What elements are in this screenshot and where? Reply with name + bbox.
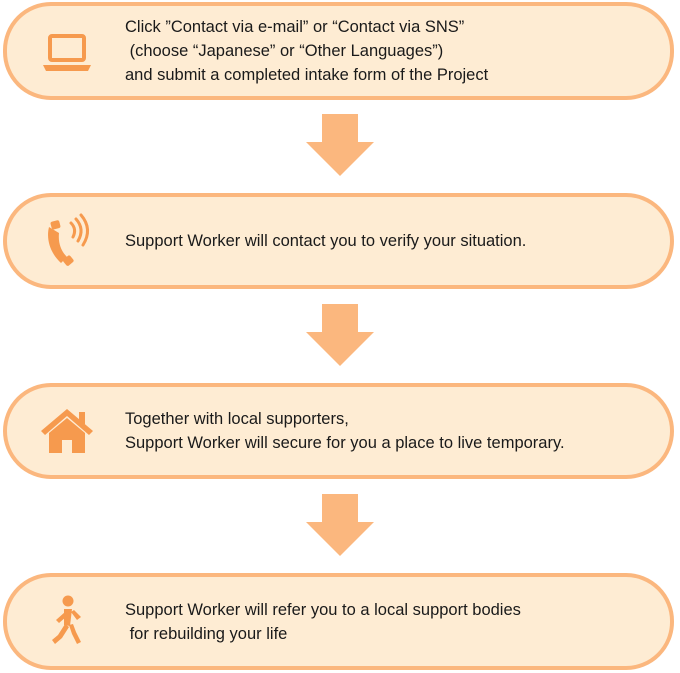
step-3-line-2: Support Worker will secure for you a pla… (125, 434, 565, 452)
step-2-box: Support Worker will contact you to verif… (3, 193, 674, 289)
down-arrow-icon (306, 114, 374, 176)
step-1-box: Click ”Contact via e-mail” or “Contact v… (3, 2, 674, 100)
down-arrow-icon (306, 304, 374, 366)
step-4-text: Support Worker will refer you to a local… (125, 598, 650, 646)
step-4-line-2: for rebuilding your life (125, 624, 288, 643)
step-4-box: Support Worker will refer you to a local… (3, 573, 674, 670)
step-1-line-3: and submit a completed intake form of th… (125, 66, 489, 84)
walking-person-icon (37, 592, 97, 652)
down-arrow-icon (306, 494, 374, 556)
step-3-text: Together with local supporters, Support … (125, 407, 650, 455)
step-2-text: Support Worker will contact you to verif… (125, 229, 650, 253)
house-icon (37, 401, 97, 461)
step-1-text: Click ”Contact via e-mail” or “Contact v… (125, 15, 650, 87)
step-1-line-1: Click ”Contact via e-mail” or “Contact v… (125, 18, 465, 36)
step-3-box: Together with local supporters, Support … (3, 383, 674, 479)
step-3-line-1: Together with local supporters, (125, 410, 349, 428)
step-1-line-2: (choose “Japanese” or “Other Languages”) (125, 42, 444, 60)
step-2-line-1: Support Worker will contact you to verif… (125, 232, 527, 250)
laptop-icon (37, 21, 97, 81)
step-4-line-1: Support Worker will refer you to a local… (125, 600, 521, 619)
phone-icon (37, 211, 97, 271)
